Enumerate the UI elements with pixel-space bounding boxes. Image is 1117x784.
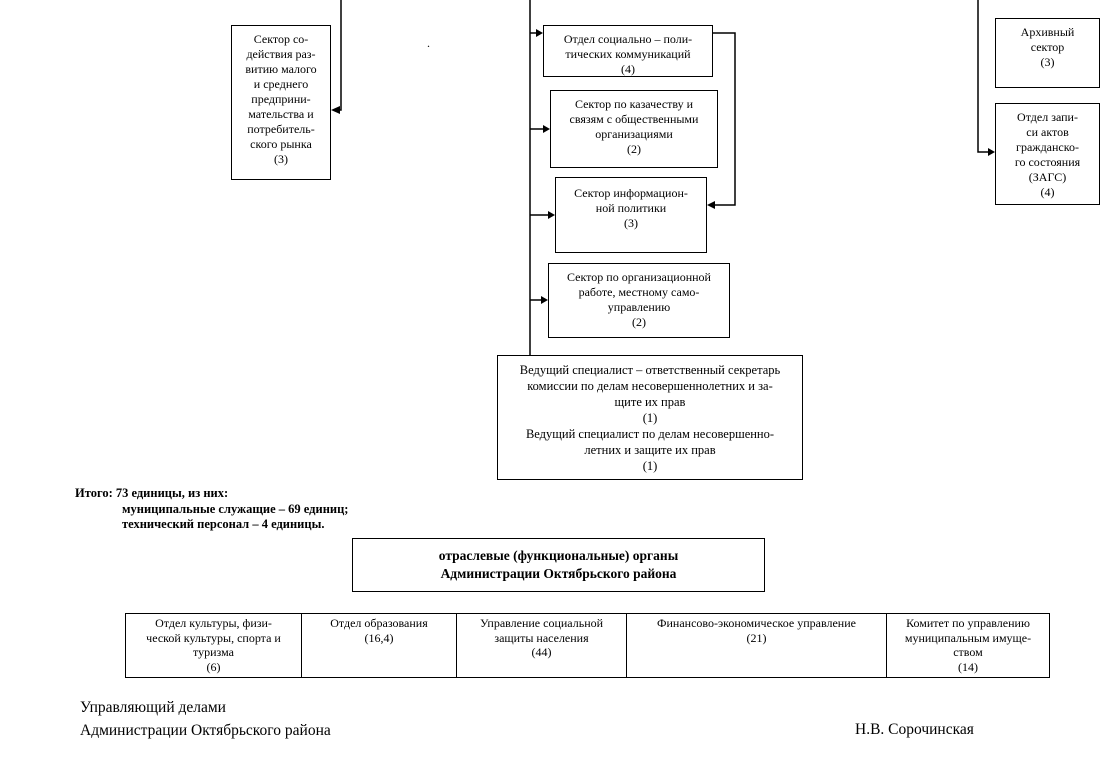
- table-cell-finance: Финансово-экономическое управление (21): [627, 613, 887, 678]
- box-zags-department: Отдел запи- си актов гражданско- го сост…: [995, 103, 1100, 205]
- totals-line-3: технический персонал – 4 единицы.: [122, 517, 325, 531]
- totals-line-1: Итого: 73 единицы, из них:: [75, 486, 229, 500]
- box-archive-sector: Архивный сектор (3): [995, 18, 1100, 88]
- box-sectoral-functional-bodies: отраслевые (функциональные) органы Админ…: [352, 538, 765, 592]
- table-cell-property: Комитет по управлению муниципальным имущ…: [887, 613, 1050, 678]
- totals-summary: Итого: 73 единицы, из них: муниципальные…: [75, 486, 348, 533]
- box-information-policy-sector: Сектор информацион- ной политики (3): [555, 177, 707, 253]
- box-small-business-sector: Сектор со- действия раз- витию малого и …: [231, 25, 331, 180]
- box-cossacks-public-orgs-sector: Сектор по казачеству и связям с обществе…: [550, 90, 718, 168]
- functional-bodies-table: Отдел культуры, физи- ческой культуры, с…: [125, 613, 1050, 678]
- box-lead-specialist-minors: Ведущий специалист – ответственный секре…: [497, 355, 803, 480]
- signature-name: Н.В. Сорочинская: [855, 721, 974, 738]
- box-socio-political-communications: Отдел социально – поли- тических коммуни…: [543, 25, 713, 77]
- totals-line-2: муниципальные служащие – 69 единиц;: [122, 501, 349, 516]
- table-cell-social-protection: Управление социальной защиты населения (…: [457, 613, 627, 678]
- table-cell-education: Отдел образования (16,4): [302, 613, 457, 678]
- box-organizational-work-sector: Сектор по организационной работе, местно…: [548, 263, 730, 338]
- stray-dot: .: [427, 36, 430, 50]
- table-cell-culture: Отдел культуры, физи- ческой культуры, с…: [125, 613, 302, 678]
- signature-title: Управляющий делами Администрации Октябрь…: [80, 699, 331, 739]
